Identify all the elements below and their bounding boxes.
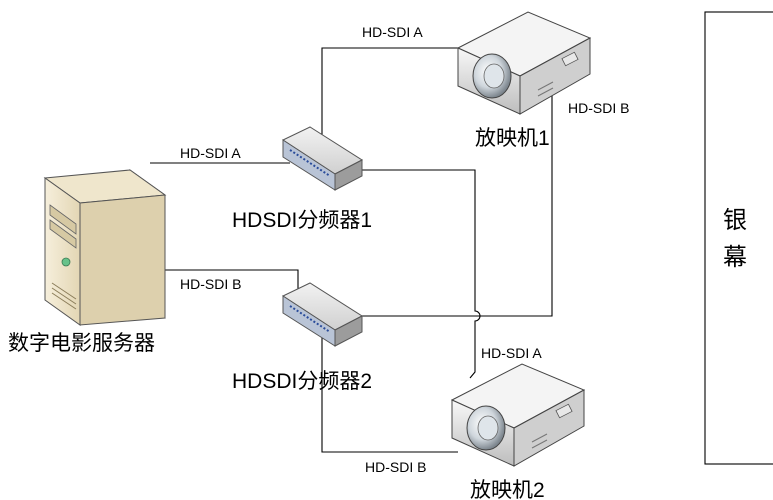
server-icon [43,169,167,326]
link-label-server-splitter2: HD-SDI B [180,276,241,292]
screen-label-1: 银 [723,206,747,234]
wire-splitter1-projector2 [358,169,481,379]
wire-server-splitter2 [165,269,299,297]
wire-splitter2-projector2 [321,332,458,453]
link-label-splitter2-projector2: HD-SDI B [365,459,426,475]
projector1-icon [456,11,592,115]
screen-frame [704,11,773,465]
connection-lines [150,47,553,453]
splitter2-icon [281,282,364,347]
wire-splitter2-projector1 [358,90,553,317]
link-label-splitter2-projector1: HD-SDI B [568,100,629,116]
screen-label-2: 幕 [723,243,747,271]
link-label-server-splitter1: HD-SDI A [180,145,241,161]
projector2-label: 放映机2 [470,479,545,500]
splitter2-label: HDSDI分频器2 [232,370,372,393]
projector2-icon [450,363,586,467]
server-label: 数字电影服务器 [8,332,155,355]
link-label-splitter1-projector2: HD-SDI A [481,345,542,361]
splitter1-icon [281,126,364,191]
link-label-splitter1-projector1: HD-SDI A [362,24,423,40]
projector1-label: 放映机1 [475,127,550,150]
splitter1-label: HDSDI分频器1 [232,209,372,232]
wire-splitter1-projector1 [321,47,458,140]
